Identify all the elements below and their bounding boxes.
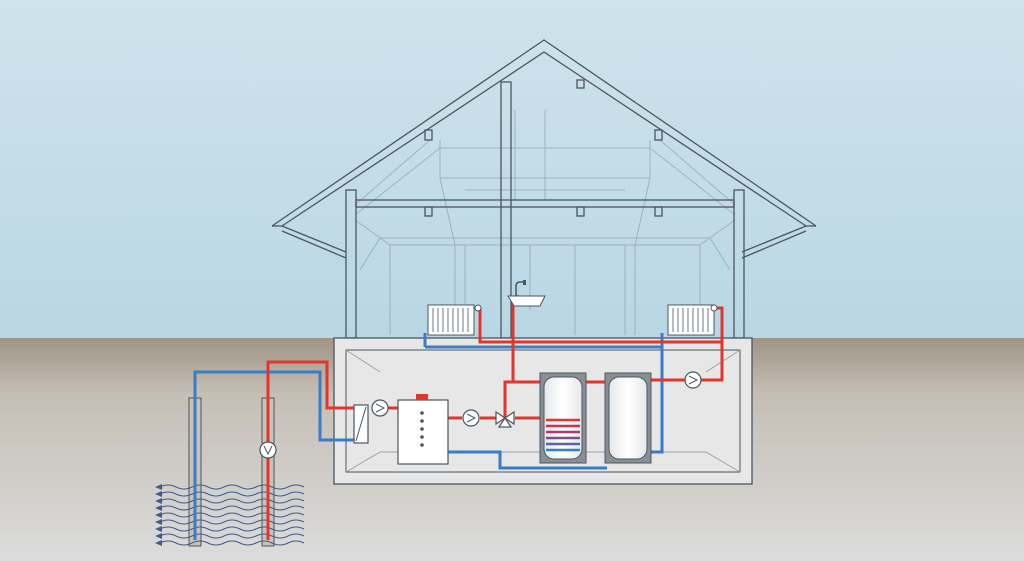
house-interior-lines <box>354 110 736 335</box>
groundwater-flow <box>159 484 305 546</box>
heat-exchanger <box>353 404 369 444</box>
circulation-pump <box>684 371 702 389</box>
circulation-pump <box>462 409 480 427</box>
circulation-pump <box>371 399 389 417</box>
three-way-valve <box>495 410 515 428</box>
heat-pump-unit <box>397 394 449 465</box>
wash-basin-tap <box>507 280 546 307</box>
radiator-right <box>667 304 718 336</box>
well-pump <box>259 441 277 459</box>
roof <box>271 39 817 259</box>
cold-return-pipes <box>193 333 664 540</box>
groundwater-flow-arrows <box>155 484 162 546</box>
radiator-left <box>427 304 482 336</box>
buffer-tank <box>604 372 652 464</box>
sky <box>0 0 1024 340</box>
domestic-hot-water-tank <box>539 372 587 464</box>
hot-supply-pipes <box>266 294 724 540</box>
